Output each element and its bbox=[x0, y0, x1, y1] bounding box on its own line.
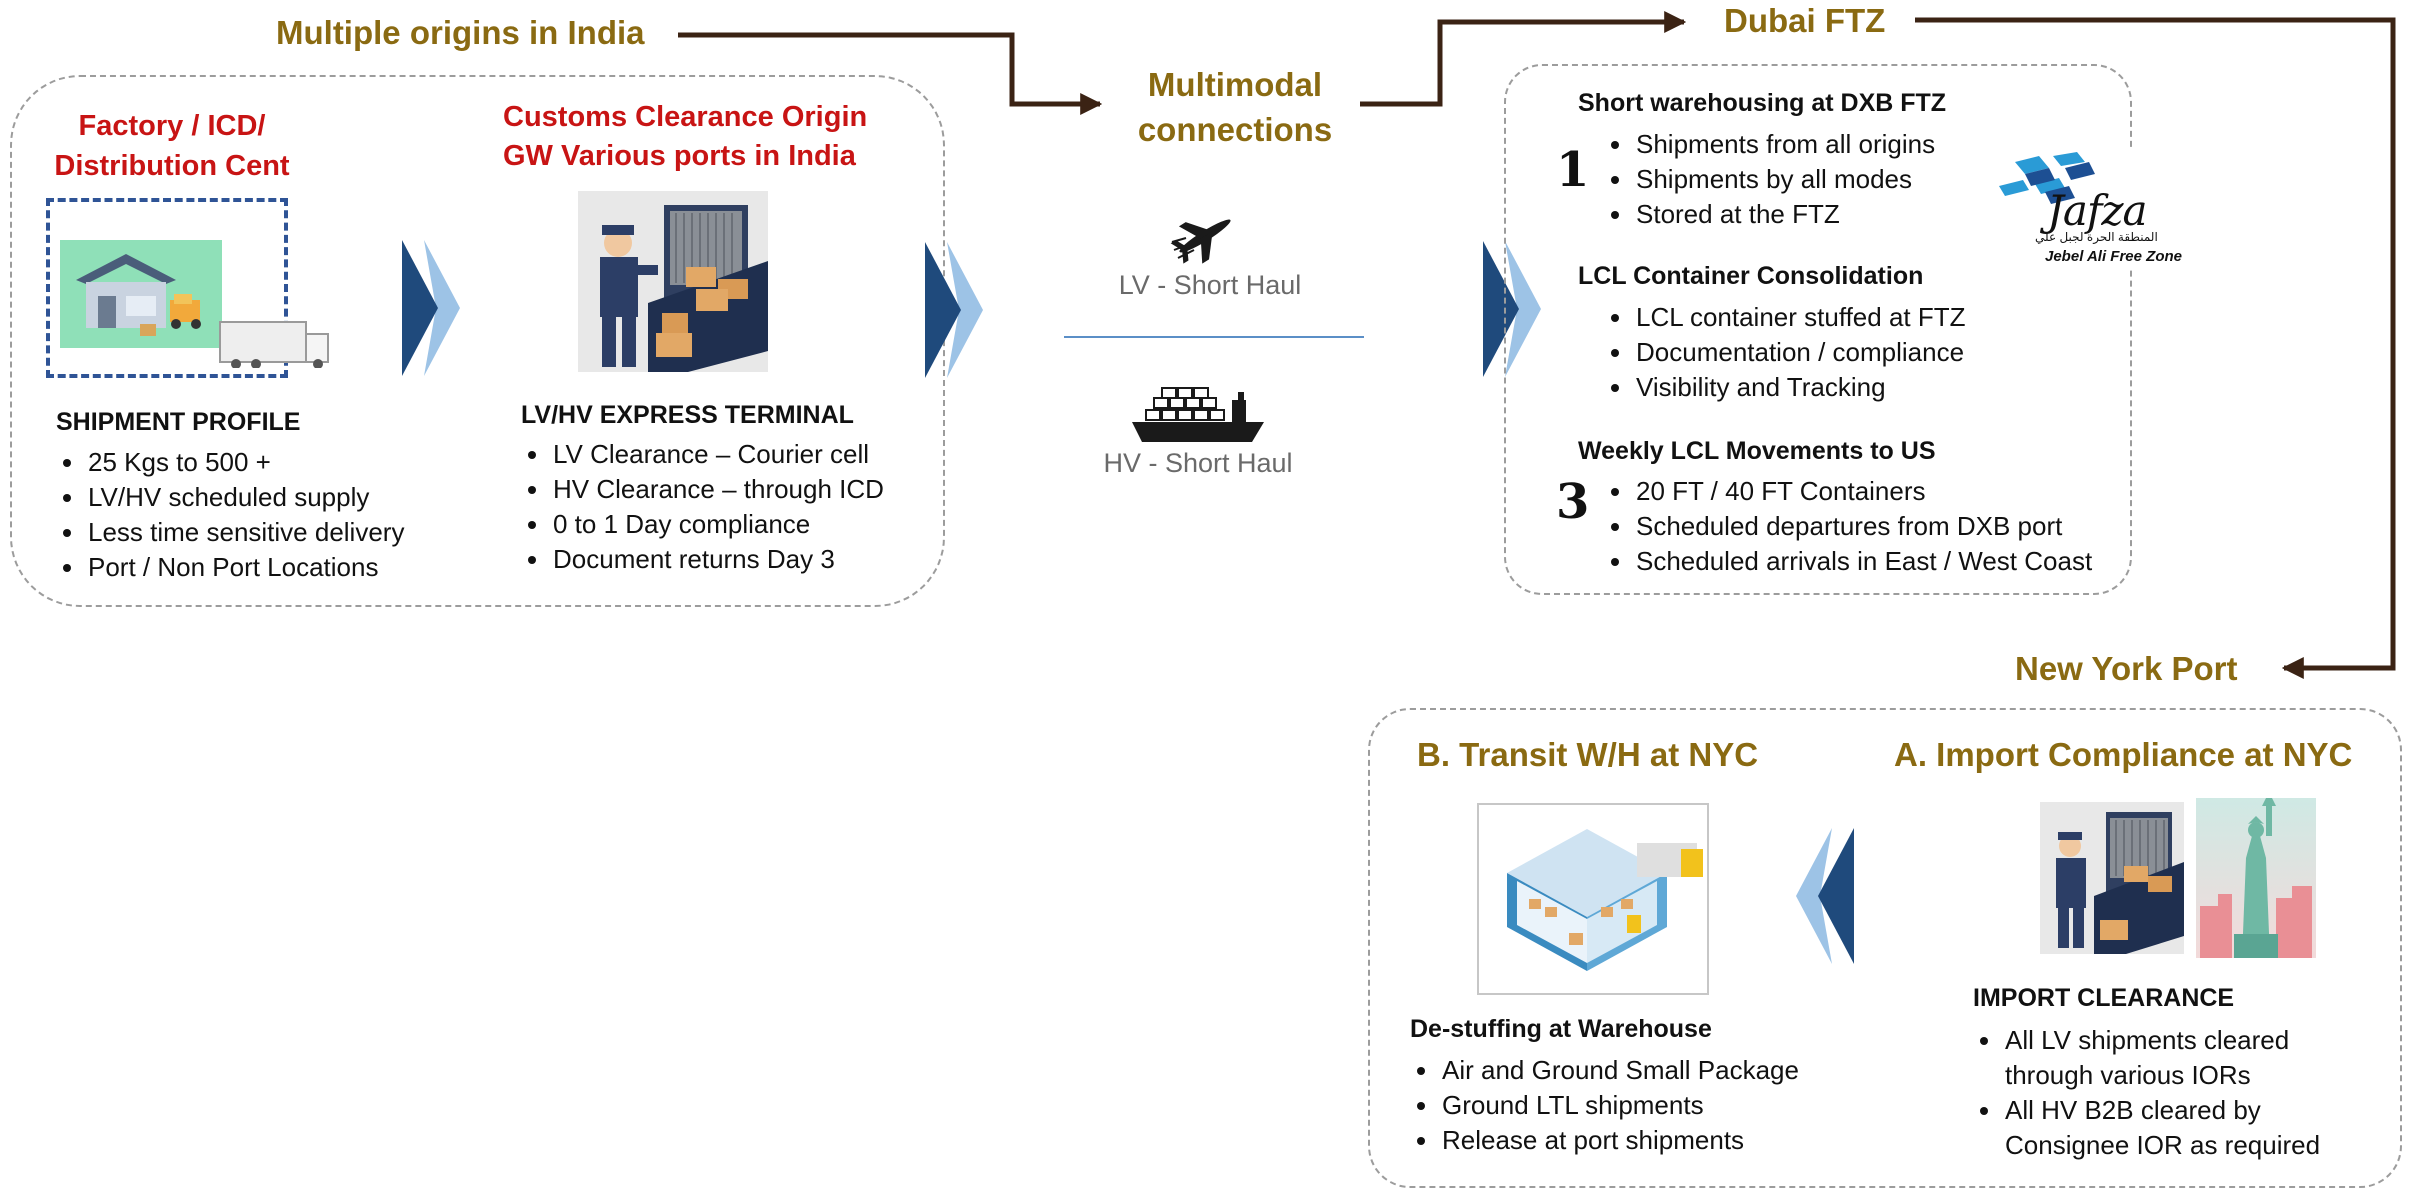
import-title: A. Import Compliance at NYC bbox=[1894, 736, 2353, 773]
multimodal-title-line2: connections bbox=[1137, 111, 1333, 148]
list-item: Ground LTL shipments bbox=[1440, 1088, 1870, 1123]
list-item: 20 FT / 40 FT Containers bbox=[1634, 474, 2154, 509]
list-item: Less time sensitive delivery bbox=[86, 515, 506, 550]
chevron-right-icon bbox=[925, 242, 983, 378]
list-item: LV/HV scheduled supply bbox=[86, 480, 506, 515]
airplane-icon bbox=[1170, 219, 1231, 264]
dubai-section-number-3: 3 bbox=[1556, 474, 1590, 530]
customs-origin-title: Customs Clearance Origin GW Various port… bbox=[503, 98, 867, 176]
list-item: Port / Non Port Locations bbox=[86, 550, 506, 585]
list-item: Scheduled arrivals in East / West Coast bbox=[1634, 544, 2154, 579]
list-item: LV Clearance – Courier cell bbox=[551, 437, 971, 472]
import-heading: IMPORT CLEARANCE bbox=[1973, 984, 2235, 1012]
customs-origin-heading: LV/HV EXPRESS TERMINAL bbox=[521, 401, 854, 429]
transit-heading: De-stuffing at Warehouse bbox=[1410, 1015, 1712, 1043]
list-item: Shipments from all origins bbox=[1634, 127, 2094, 162]
newyork-title: New York Port bbox=[2015, 650, 2238, 687]
dubai-section2-list: LCL container stuffed at FTZ Documentati… bbox=[1604, 300, 2114, 405]
factory-heading: SHIPMENT PROFILE bbox=[56, 408, 301, 436]
list-item: Stored at the FTZ bbox=[1634, 197, 2094, 232]
customs-origin-title-line2: GW Various ports in India bbox=[503, 140, 856, 172]
factory-icon bbox=[60, 240, 329, 368]
factory-title-line2: Distribution Cent bbox=[54, 150, 290, 182]
customs-origin-title-line1: Customs Clearance Origin bbox=[503, 101, 868, 133]
chevron-left-icon bbox=[1796, 828, 1854, 964]
jafza-logo-mark bbox=[1999, 152, 2095, 204]
factory-title: Factory / ICD/ Distribution Cent bbox=[22, 106, 322, 186]
sea-mode-label: HV - Short Haul bbox=[1103, 448, 1293, 478]
transit-list: Air and Ground Small Package Ground LTL … bbox=[1410, 1053, 1870, 1158]
list-item: HV Clearance – through ICD bbox=[551, 472, 971, 507]
connector-origin-to-multimodal bbox=[678, 32, 1103, 115]
import-list: All LV shipments cleared through various… bbox=[1973, 1023, 2363, 1163]
dubai-section1-list: Shipments from all origins Shipments by … bbox=[1604, 127, 2094, 232]
warehouse-icon bbox=[1477, 803, 1709, 995]
dubai-panel bbox=[1504, 64, 2132, 595]
dubai-section-number-1: 1 bbox=[1556, 142, 1590, 198]
jafza-logo-subtitle: Jebel Ali Free Zone bbox=[2045, 248, 2182, 265]
list-item: Scheduled departures from DXB port bbox=[1634, 509, 2154, 544]
jafza-logo: Jafza المنطقة الحرة لجبل علي Jebel Ali F… bbox=[1995, 150, 2215, 270]
list-item: LCL container stuffed at FTZ bbox=[1634, 300, 2114, 335]
connector-multimodal-to-dubai bbox=[1360, 11, 1687, 107]
connector-dubai-to-newyork bbox=[1915, 17, 2396, 679]
dubai-section2-heading: LCL Container Consolidation bbox=[1578, 262, 1924, 290]
factory-list: 25 Kgs to 500 + LV/HV scheduled supply L… bbox=[56, 445, 506, 585]
factory-title-line1: Factory / ICD/ bbox=[78, 110, 266, 142]
factory-illustration-frame bbox=[46, 198, 288, 378]
customs-officer-icon bbox=[578, 191, 768, 372]
list-item: All HV B2B cleared by Consignee IOR as r… bbox=[2003, 1093, 2363, 1163]
origin-title: Multiple origins in India bbox=[276, 14, 645, 51]
customs-officer-icon bbox=[2040, 802, 2184, 954]
list-item: 0 to 1 Day compliance bbox=[551, 507, 971, 542]
list-item: Shipments by all modes bbox=[1634, 162, 2094, 197]
chevron-right-icon bbox=[402, 240, 460, 376]
jafza-logo-arabic: المنطقة الحرة لجبل علي bbox=[2035, 230, 2158, 244]
list-item: Document returns Day 3 bbox=[551, 542, 971, 577]
list-item: 25 Kgs to 500 + bbox=[86, 445, 506, 480]
list-item: All LV shipments cleared through various… bbox=[2003, 1023, 2363, 1093]
customs-origin-list: LV Clearance – Courier cell HV Clearance… bbox=[521, 437, 971, 577]
list-item: Documentation / compliance bbox=[1634, 335, 2114, 370]
cargo-ship-icon bbox=[1132, 387, 1264, 442]
list-item: Visibility and Tracking bbox=[1634, 370, 2114, 405]
dubai-section1-heading: Short warehousing at DXB FTZ bbox=[1578, 89, 1947, 117]
dubai-section3-list: 20 FT / 40 FT Containers Scheduled depar… bbox=[1604, 474, 2154, 579]
multimodal-title-line1: Multimodal bbox=[1147, 66, 1323, 103]
statue-of-liberty-icon bbox=[2196, 798, 2316, 958]
multimodal-title: Multimodal connections bbox=[1110, 62, 1360, 152]
air-mode-label: LV - Short Haul bbox=[1118, 270, 1302, 300]
list-item: Release at port shipments bbox=[1440, 1123, 1870, 1158]
chevron-right-icon bbox=[1483, 241, 1541, 377]
jafza-logo-name: Jafza bbox=[2047, 186, 2148, 235]
dubai-section3-heading: Weekly LCL Movements to US bbox=[1578, 437, 1936, 465]
list-item: Air and Ground Small Package bbox=[1440, 1053, 1870, 1088]
transit-title: B. Transit W/H at NYC bbox=[1417, 736, 1759, 773]
dubai-title: Dubai FTZ bbox=[1724, 2, 1886, 39]
